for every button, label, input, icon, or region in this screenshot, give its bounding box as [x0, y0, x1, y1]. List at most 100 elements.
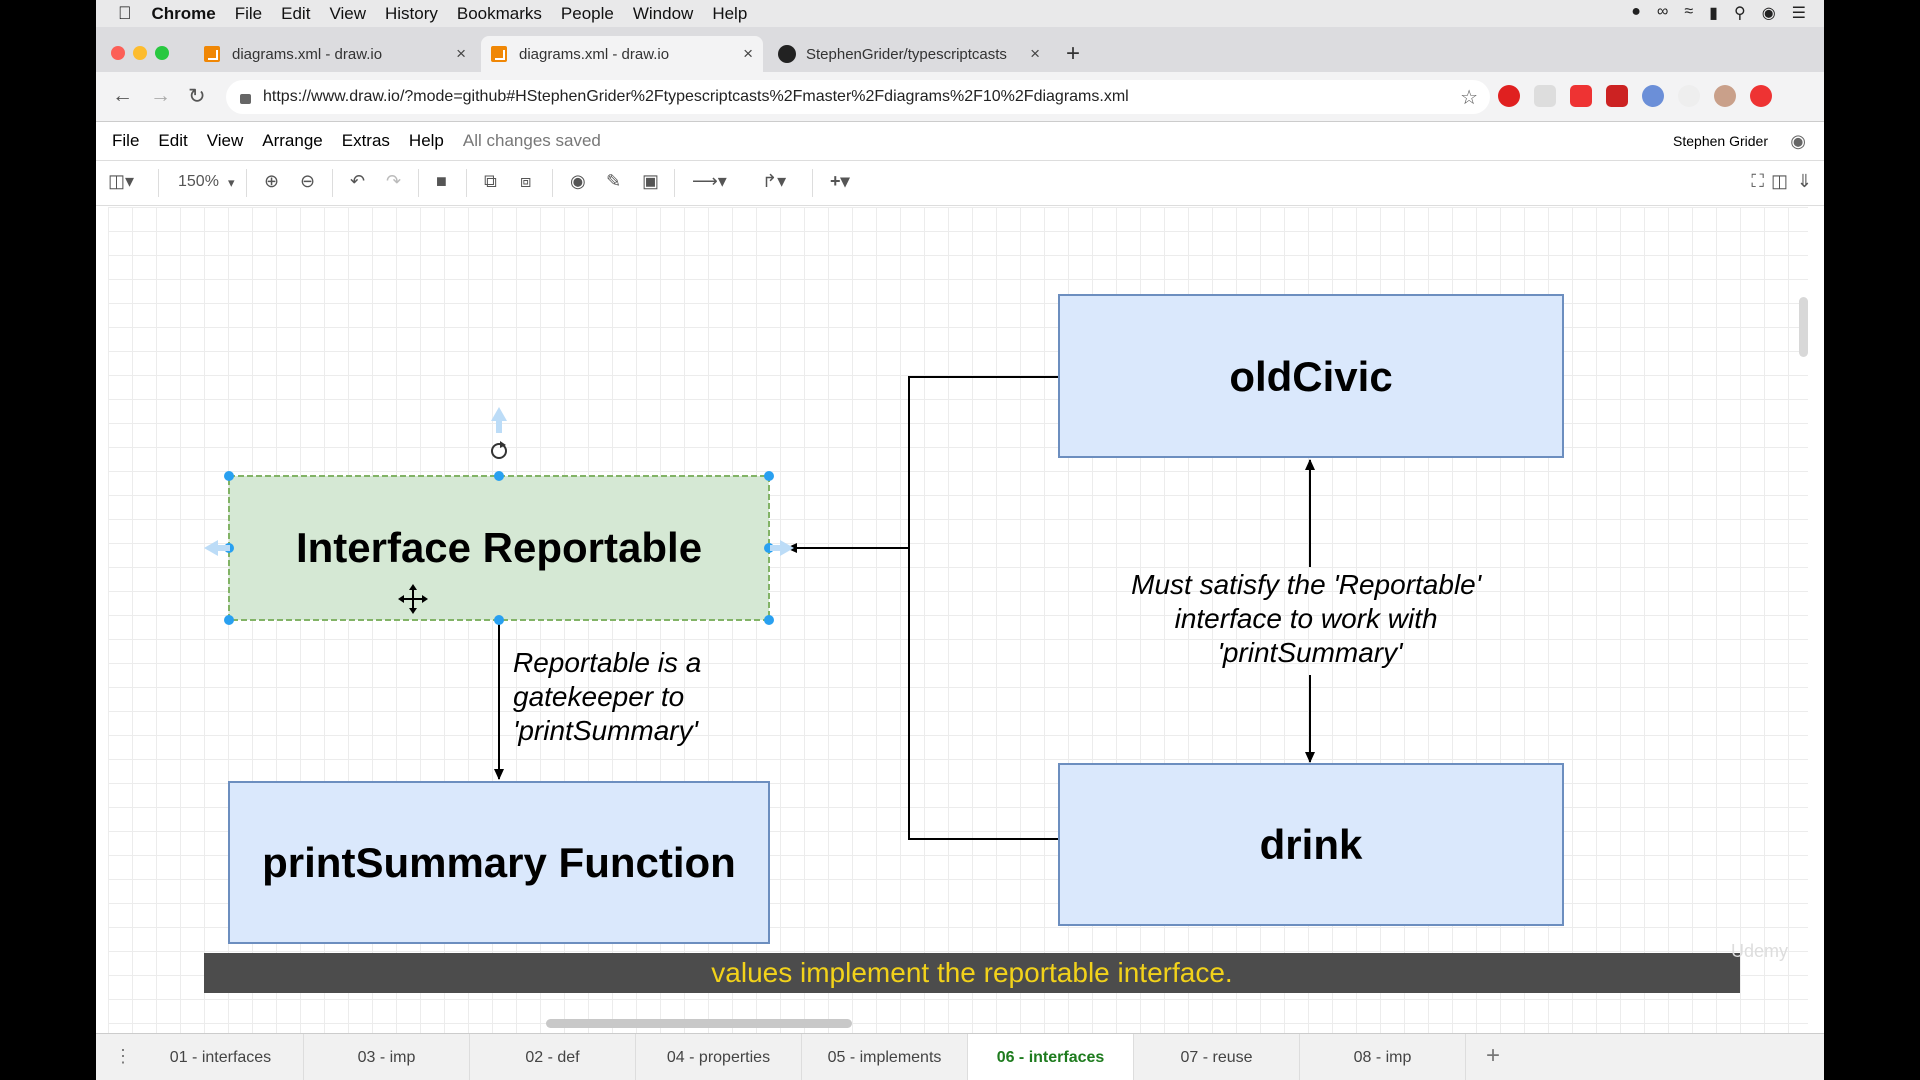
interface-box[interactable]: [228, 475, 770, 621]
drawio-menu-edit[interactable]: Edit: [158, 131, 188, 150]
browser-tab-3[interactable]: StephenGrider/typescriptcasts ×: [768, 36, 1050, 72]
forward-icon[interactable]: →: [150, 84, 171, 107]
connection-icon[interactable]: ⟶▾: [692, 171, 727, 191]
maximize-window-button[interactable]: [155, 46, 169, 60]
undo-icon[interactable]: ↶: [350, 171, 366, 191]
menu-history[interactable]: History: [371, 3, 438, 23]
close-tab-icon[interactable]: ×: [456, 44, 466, 63]
menu-file[interactable]: File: [221, 3, 262, 23]
horizontal-scrollbar[interactable]: [546, 1019, 852, 1028]
avatar[interactable]: [1714, 85, 1736, 107]
menu-help[interactable]: Help: [698, 3, 747, 23]
format-panel-icon[interactable]: ◫▾: [108, 171, 135, 191]
drawio-menu-view[interactable]: View: [206, 131, 244, 150]
page-tab[interactable]: 03 - imp: [304, 1034, 470, 1080]
list-icon[interactable]: ☰: [1791, 5, 1806, 22]
search-icon[interactable]: ⚲: [1733, 5, 1746, 22]
css-extension-icon[interactable]: [1534, 85, 1556, 107]
zoom-in-icon[interactable]: ⊕: [264, 171, 280, 191]
redo-icon[interactable]: ↷: [386, 171, 402, 191]
diagram-canvas[interactable]: oldCivic drink printSummary Function Int…: [108, 207, 1808, 1033]
status-icons: ● ∞ ≈ ▮ ⚲ ◉ ☰: [1631, 3, 1806, 23]
page-tab-active[interactable]: 06 - interfaces: [968, 1034, 1134, 1080]
browser-tab-1[interactable]: diagrams.xml - draw.io ×: [194, 36, 476, 72]
wifi-icon[interactable]: ≈: [1684, 3, 1694, 20]
close-tab-icon[interactable]: ×: [1030, 44, 1040, 63]
drawio-toolbar: ◫▾ 150% ▾ ⊕ ⊖ ↶ ↷ ■ ⧉ ⧈ ◉ ✎ ▣ ⟶▾ ↱▾ +▾ ⛶…: [96, 160, 1824, 206]
drawio-menu-file[interactable]: File: [112, 131, 140, 150]
extension-icon[interactable]: [1642, 85, 1664, 107]
bookmark-star-icon[interactable]: ☆: [1460, 86, 1478, 109]
tab-title: StephenGrider/typescriptcasts: [806, 45, 1007, 63]
drawio-menu-extras[interactable]: Extras: [341, 131, 390, 150]
extension-icon[interactable]: [1678, 85, 1700, 107]
close-window-button[interactable]: [111, 46, 125, 60]
page-tab[interactable]: 01 - interfaces: [138, 1034, 304, 1080]
page-tab[interactable]: 04 - properties: [636, 1034, 802, 1080]
url-field[interactable]: https://www.draw.io/?mode=github#HStephe…: [226, 80, 1490, 114]
window-controls: [111, 46, 169, 60]
extension-icon[interactable]: [1570, 85, 1592, 107]
move-cursor-icon: [398, 584, 428, 614]
extension-icon[interactable]: [1606, 85, 1628, 107]
chevron-down-icon[interactable]: ▾: [228, 175, 235, 190]
udemy-watermark: Udemy: [1730, 941, 1788, 961]
format-panel-toggle-icon[interactable]: ◫: [1770, 171, 1788, 191]
address-bar-row: ← → ↻ https://www.draw.io/?mode=github#H…: [96, 72, 1824, 122]
oldcivic-label: oldCivic: [1229, 353, 1392, 400]
minimize-window-button[interactable]: [133, 46, 147, 60]
bracket-connector[interactable]: [908, 376, 1059, 840]
collapse-icon[interactable]: ⇓: [1796, 171, 1812, 191]
reload-icon[interactable]: ↻: [188, 85, 206, 108]
menu-people[interactable]: People: [547, 3, 614, 23]
fill-color-icon[interactable]: ◉: [570, 171, 586, 191]
page-tab[interactable]: 07 - reuse: [1134, 1034, 1300, 1080]
add-page-icon[interactable]: +: [1486, 1042, 1501, 1069]
menu-edit[interactable]: Edit: [267, 3, 310, 23]
new-tab-button[interactable]: +: [1066, 40, 1081, 67]
drink-box[interactable]: [1058, 763, 1564, 926]
back-icon[interactable]: ←: [112, 84, 133, 107]
zoom-out-icon[interactable]: ⊖: [300, 171, 316, 191]
rotate-handle-icon[interactable]: [491, 441, 507, 459]
oldcivic-box[interactable]: [1058, 294, 1564, 458]
vertical-scrollbar[interactable]: [1799, 297, 1808, 357]
siri-icon[interactable]: ◉: [1761, 5, 1776, 22]
user-menu[interactable]: Stephen Grider: [1673, 133, 1768, 149]
browser-tab-2[interactable]: diagrams.xml - draw.io ×: [481, 36, 763, 72]
delete-icon[interactable]: ■: [436, 171, 447, 191]
apple-icon[interactable]: : [118, 3, 132, 24]
hover-arrows[interactable]: [204, 407, 794, 556]
drawio-menu-arrange[interactable]: Arrange: [262, 131, 323, 150]
creative-cloud-icon[interactable]: ●: [1631, 3, 1641, 20]
drawio-icon: [491, 46, 507, 62]
extension-icon[interactable]: [1750, 85, 1772, 107]
insert-icon[interactable]: +▾: [830, 171, 850, 191]
waypoints-icon[interactable]: ↱▾: [762, 171, 787, 191]
menu-view[interactable]: View: [315, 3, 366, 23]
to-back-icon[interactable]: ⧈: [520, 171, 532, 191]
drawio-menu-help[interactable]: Help: [408, 131, 444, 150]
menu-chrome[interactable]: Chrome: [138, 3, 216, 23]
battery-icon[interactable]: ▮: [1709, 5, 1718, 22]
page-tabs: ⋮ 01 - interfaces 03 - imp 02 - def 04 -…: [96, 1033, 1824, 1080]
pages-menu-icon[interactable]: ⋮: [114, 1046, 132, 1066]
extension-icon[interactable]: [1498, 85, 1520, 107]
page-tab[interactable]: 02 - def: [470, 1034, 636, 1080]
drink-label: drink: [1260, 821, 1363, 868]
function-box[interactable]: [228, 781, 770, 944]
fullscreen-icon[interactable]: ⛶: [1751, 171, 1764, 191]
menu-window[interactable]: Window: [619, 3, 693, 23]
line-color-icon[interactable]: ✎: [606, 171, 622, 191]
to-front-icon[interactable]: ⧉: [484, 171, 497, 191]
globe-icon[interactable]: ◉: [1790, 130, 1806, 151]
page-tab[interactable]: 08 - imp: [1300, 1034, 1466, 1080]
zoom-select[interactable]: 150%: [178, 173, 219, 190]
close-tab-icon[interactable]: ×: [743, 44, 753, 63]
drawio-menubar: File Edit View Arrange Extras Help All c…: [96, 122, 1824, 160]
shadow-icon[interactable]: ▣: [642, 171, 660, 191]
gatekeeper-note: Reportable is a gatekeeper to 'printSumm…: [513, 647, 709, 746]
menu-bookmarks[interactable]: Bookmarks: [443, 3, 542, 23]
glasses-icon[interactable]: ∞: [1656, 3, 1669, 20]
page-tab[interactable]: 05 - implements: [802, 1034, 968, 1080]
